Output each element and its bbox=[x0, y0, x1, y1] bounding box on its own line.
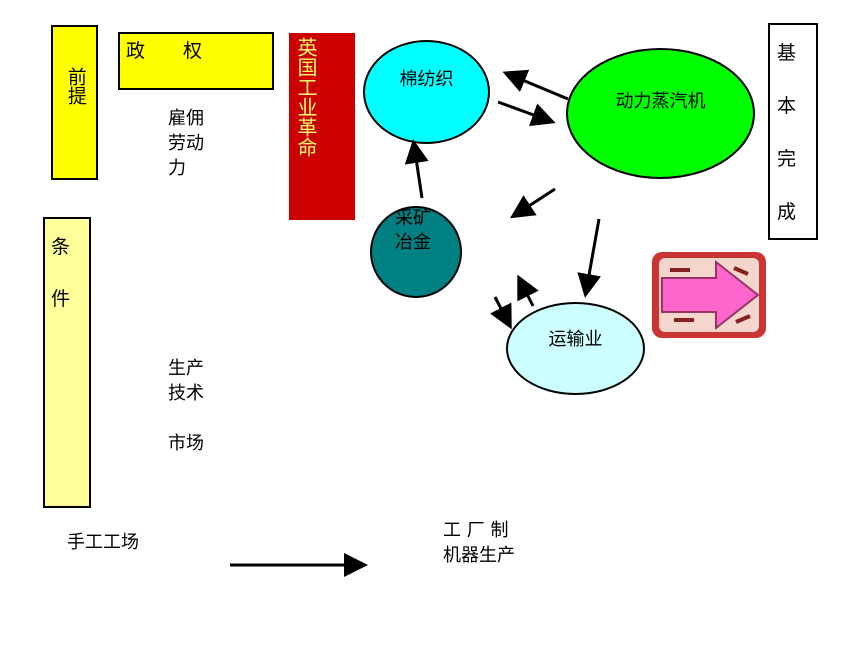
right-arrow-icon bbox=[652, 252, 766, 338]
basically-completed-box: 基本完成 bbox=[768, 23, 818, 240]
premise-label: 前提 bbox=[64, 67, 87, 105]
mining-metallurgy-node: 采矿 冶金 bbox=[370, 206, 462, 298]
arrow-steam-to-mining bbox=[509, 187, 556, 219]
arrow-mining-to-transport bbox=[490, 296, 512, 330]
premise-box: 前提 bbox=[51, 25, 98, 180]
cotton-textile-node: 棉纺织 bbox=[363, 40, 490, 144]
uk-industrial-revolution-box: 英国工业革命 bbox=[289, 33, 355, 220]
arrow-steam-to-cotton bbox=[502, 69, 569, 101]
transport-node: 运输业 bbox=[506, 302, 645, 395]
factory-machine-label: 工 厂 制 机器生产 bbox=[443, 520, 515, 566]
political-power-label: 政 权 bbox=[126, 40, 203, 62]
basically-completed-label: 基本完成 bbox=[777, 42, 797, 223]
arrow-mining-to-cotton bbox=[404, 139, 429, 199]
cotton-textile-label: 棉纺织 bbox=[399, 69, 454, 90]
transport-label: 运输业 bbox=[548, 328, 603, 350]
hired-labor-label: 雇佣 劳动 力 bbox=[168, 108, 204, 179]
conditions-label: 条 件 bbox=[51, 236, 71, 310]
conditions-box: 条 件 bbox=[43, 217, 91, 508]
political-power-box: 政 权 bbox=[118, 32, 274, 90]
arrow-transport-to-mining bbox=[517, 274, 539, 307]
mining-metallurgy-label: 采矿 冶金 bbox=[395, 208, 431, 253]
arrow-steam-to-transport bbox=[577, 218, 601, 298]
arrow-cotton-to-steam bbox=[497, 100, 556, 127]
steam-engine-node: 动力蒸汽机 bbox=[566, 48, 755, 179]
steam-engine-label: 动力蒸汽机 bbox=[615, 90, 706, 112]
uk-industrial-revolution-label: 英国工业革命 bbox=[294, 37, 318, 157]
tech-market-label: 生产 技术 市场 bbox=[168, 358, 204, 454]
manual-workshop-label: 手工工场 bbox=[67, 532, 139, 553]
